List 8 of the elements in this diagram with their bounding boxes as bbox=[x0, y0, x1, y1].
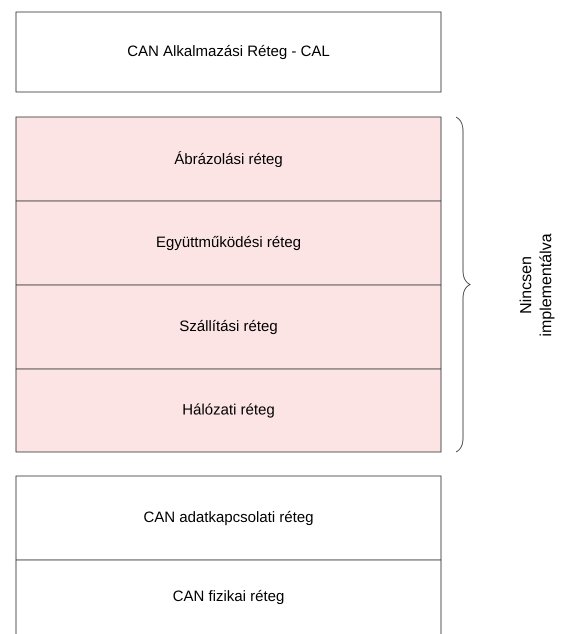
layer-row: Együttműködési réteg bbox=[16, 200, 442, 286]
layer-box: CAN fizikai réteg bbox=[16, 560, 442, 634]
layer-box: CAN Alkalmazási Réteg - CAL bbox=[16, 12, 442, 92]
side-note: Nincsen implementálva bbox=[520, 233, 554, 336]
layer-row: Hálózati réteg bbox=[16, 368, 442, 452]
layer-row: Ábrázolási réteg bbox=[16, 116, 442, 202]
layer-box: CAN adatkapcsolati réteg bbox=[16, 476, 442, 560]
layer-row: Szállítási réteg bbox=[16, 284, 442, 370]
